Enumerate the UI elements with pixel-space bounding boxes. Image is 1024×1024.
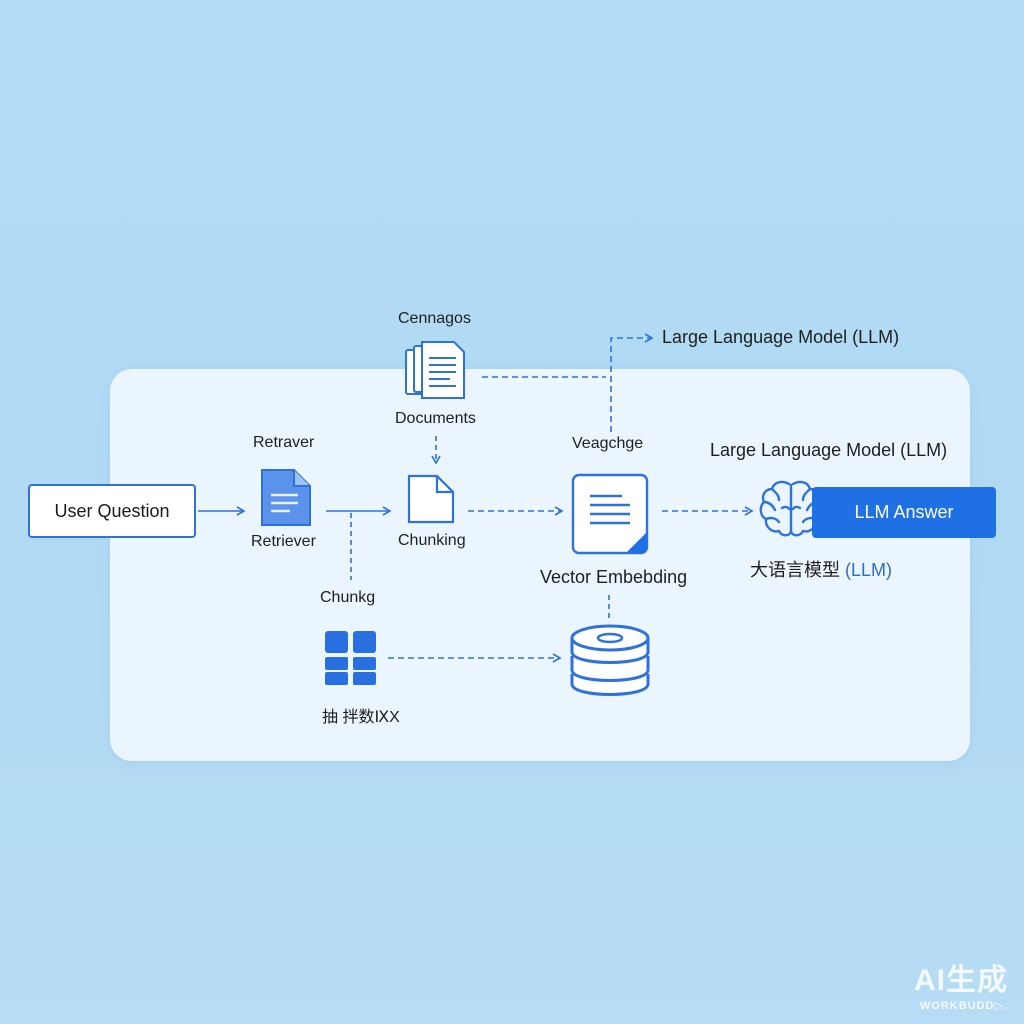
llm-answer-label: LLM Answer [854, 502, 954, 522]
vector-document-icon [571, 473, 649, 555]
llm-answer-box: LLM Answer [812, 487, 996, 538]
diagram-panel [110, 369, 970, 761]
llm-mid-label: Large Language Model (LLM) [710, 440, 948, 460]
grid-icon [325, 631, 376, 685]
watermark-line2: WORKBUDD▷. [919, 1000, 1008, 1012]
llm-cn-suffix: (LLM) [845, 560, 893, 580]
llm-top-label: Large Language Model (LLM) [662, 327, 900, 347]
retriever-bottom-label: Retriever [251, 533, 316, 550]
llm-cn-main: 大语言模型 [750, 560, 840, 580]
user-question-box: User Question [28, 484, 196, 538]
cennagos-label: Cennagos [398, 310, 471, 327]
user-question-label: User Question [54, 500, 170, 521]
watermark-line1: AI生成 [914, 964, 1008, 997]
arrow-vector-up-to-llm [610, 333, 654, 432]
document-icon [261, 469, 311, 526]
vector-top-label: Veagchge [572, 435, 644, 452]
vector-embedding-label: Vector Embebding [540, 567, 688, 587]
database-icon [570, 624, 650, 696]
retriever-top-label: Retraver [253, 434, 315, 451]
documents-stack-icon [405, 341, 465, 399]
llm-cn-label: 大语言模型 (LLM) [750, 556, 892, 582]
watermark: AI生成 WORKBUDD▷. [914, 955, 1008, 1012]
brain-icon [759, 480, 823, 537]
chunkg-label: Chunkg [320, 589, 376, 606]
chunking-document-icon [407, 474, 455, 524]
chunk-cn-label: 抽 拌数ⅨX [322, 709, 400, 726]
chunking-label: Chunking [398, 532, 466, 549]
documents-label: Documents [395, 410, 476, 427]
